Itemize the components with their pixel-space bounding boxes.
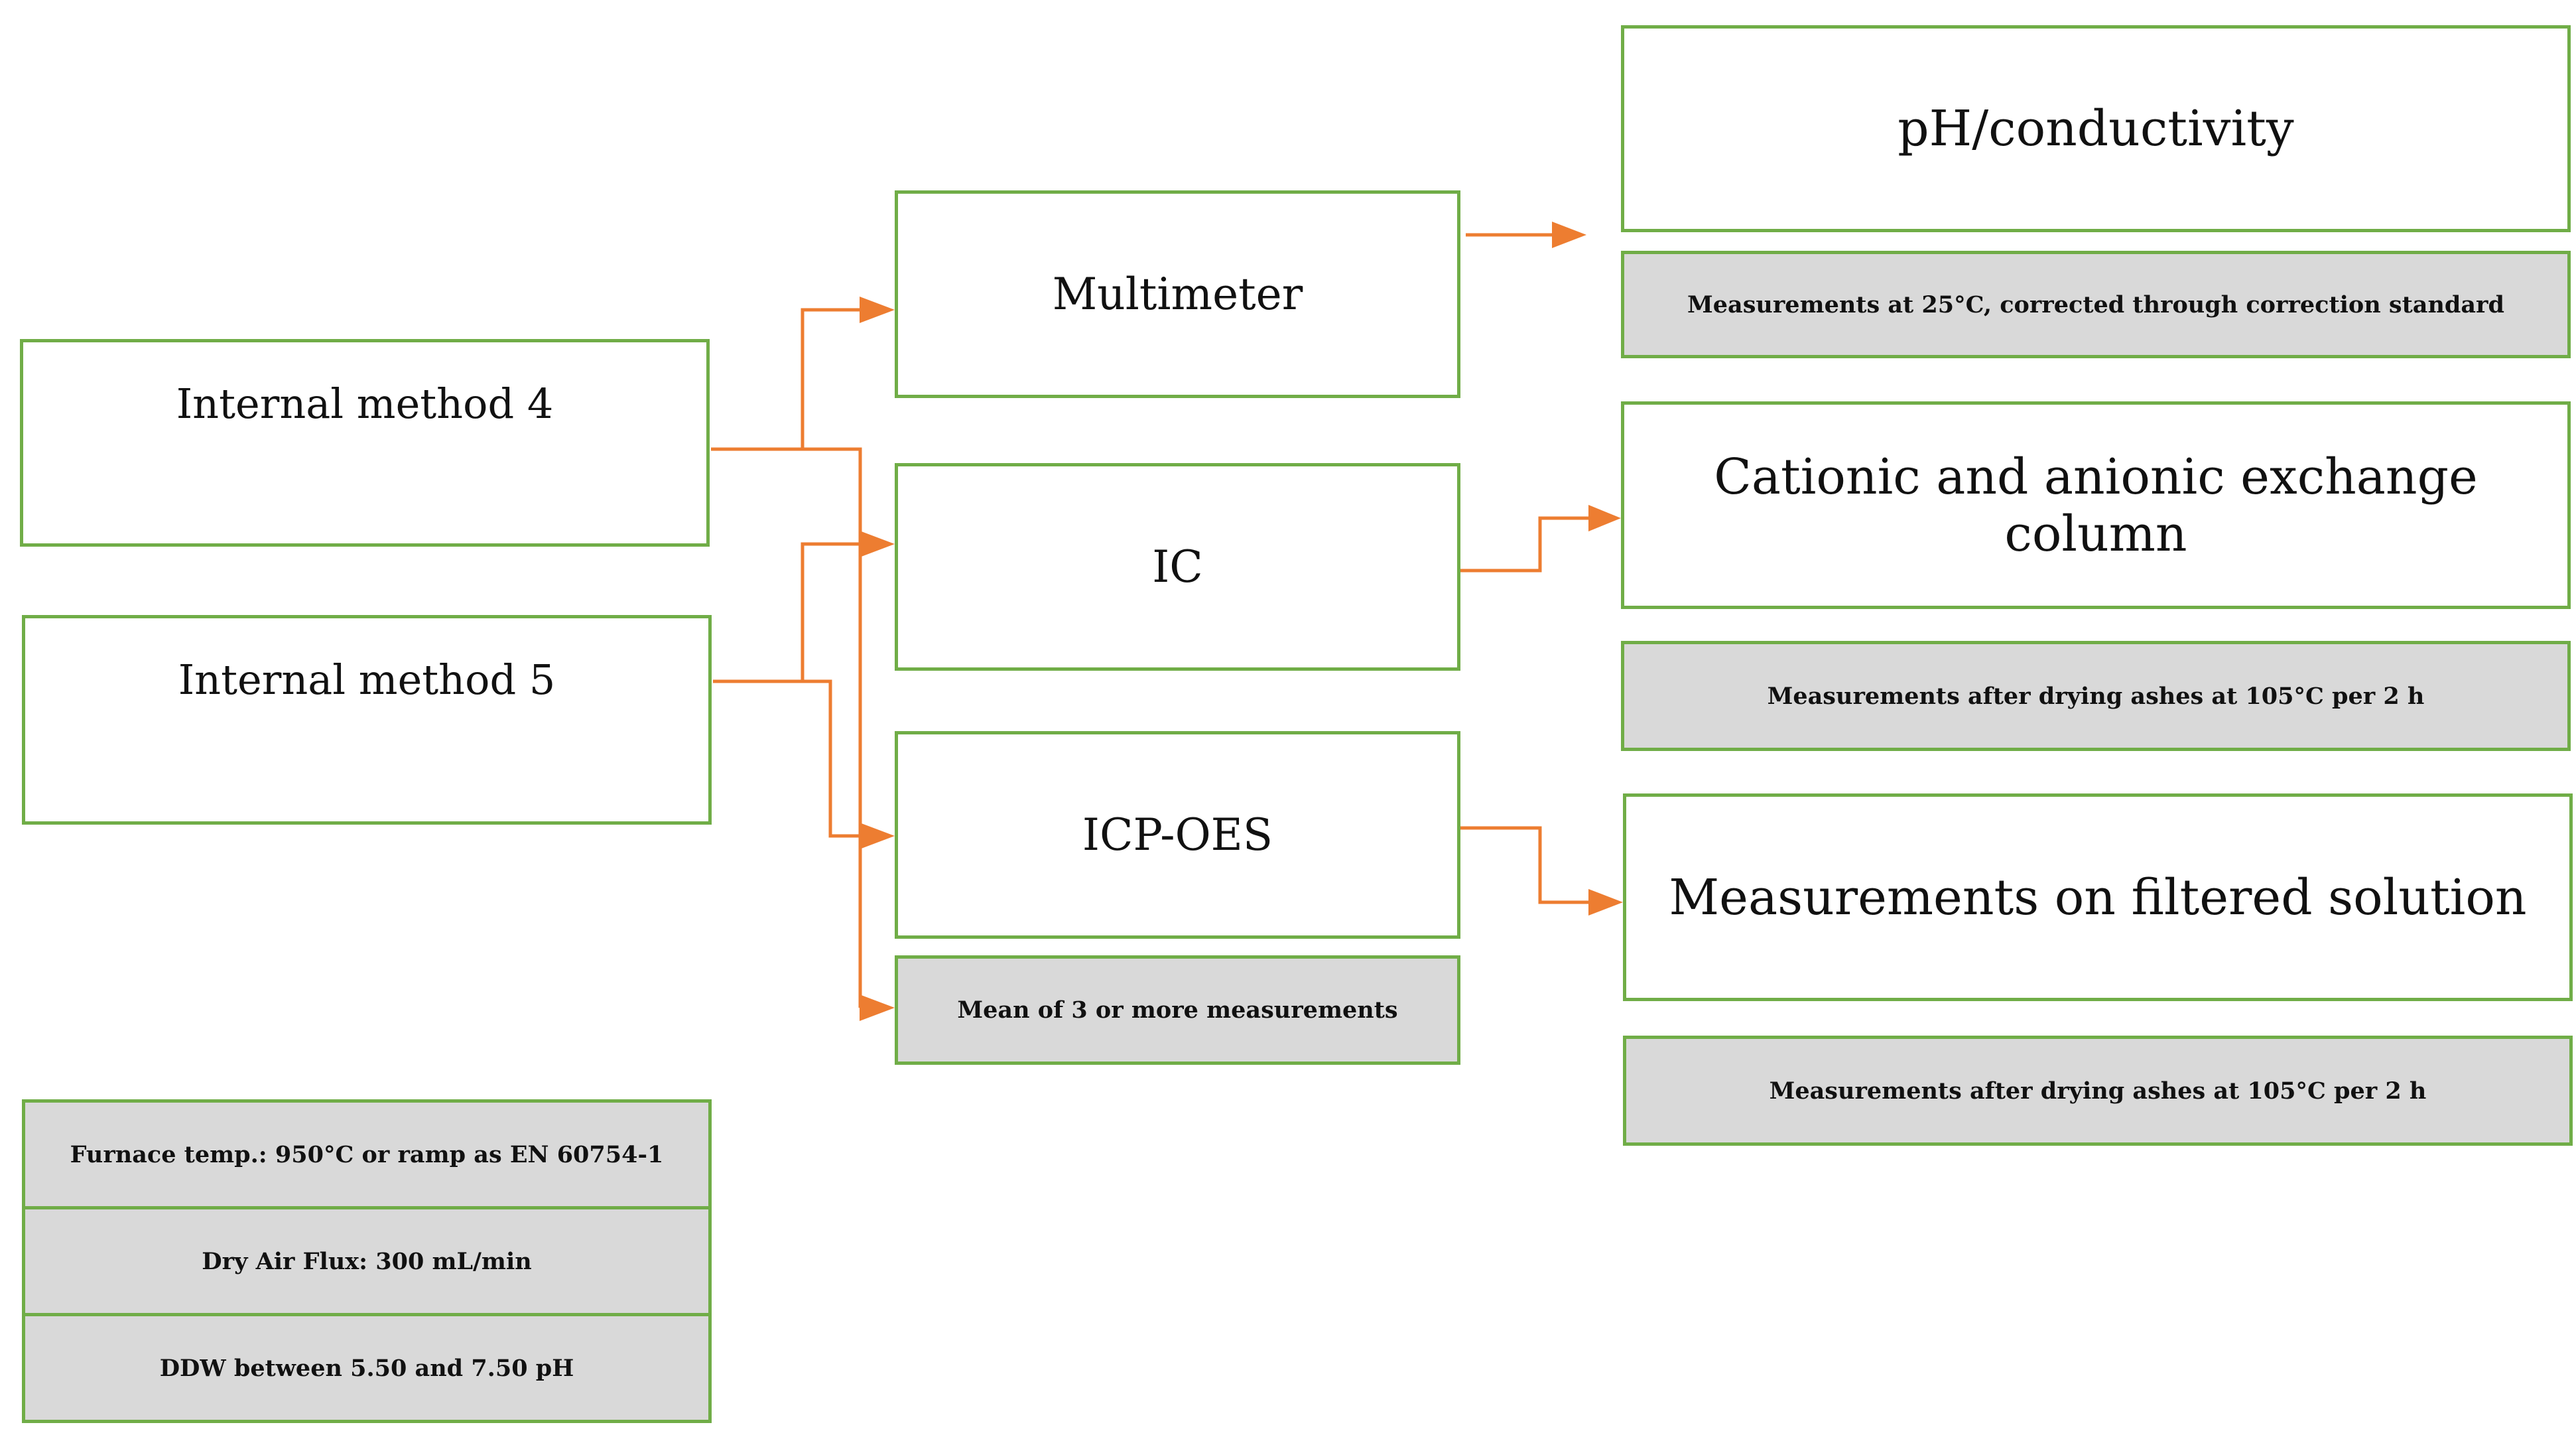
arrow-im4-to-multimeter: [711, 308, 860, 451]
internal-method-5-label: Internal method 5: [178, 655, 556, 704]
ddw-ph-note: DDW between 5.50 and 7.50 pH: [22, 1313, 712, 1423]
arrow-ic-to-exchange: [1460, 516, 1588, 573]
furnace-temp-note: Furnace temp.: 950°C or ramp as EN 60754…: [22, 1099, 712, 1209]
exchange-column-note-text: Measurements after drying ashes at 105°C…: [1767, 682, 2425, 710]
ph-conductivity-label: pH/conductivity: [1898, 100, 2294, 157]
filtered-solution-label: Measurements on filtered solution: [1669, 868, 2527, 926]
icp-oes-box: ICP-OES: [895, 731, 1460, 939]
furnace-temp-text: Furnace temp.: 950°C or ramp as EN 60754…: [70, 1140, 664, 1168]
dry-air-flux-note: Dry Air Flux: 300 mL/min: [22, 1206, 712, 1316]
arrow-im5-to-icp: [713, 679, 860, 838]
mean-measurements-note: Mean of 3 or more measurements: [895, 955, 1460, 1065]
arrow-icp-to-filtered: [1460, 826, 1588, 904]
arrowhead-exchange: [1588, 505, 1621, 531]
arrowhead-ph: [1552, 222, 1586, 248]
ph-conductivity-note-text: Measurements at 25°C, corrected through …: [1687, 291, 2504, 318]
arrowhead-filtered: [1588, 889, 1623, 916]
mean-measurements-text: Mean of 3 or more measurements: [957, 996, 1398, 1024]
ic-box: IC: [895, 463, 1460, 671]
exchange-column-label: Cationic and anionic exchange column: [1714, 448, 2478, 563]
exchange-column-box: Cationic and anionic exchange column: [1621, 401, 2571, 609]
arrowhead-mean: [860, 994, 895, 1021]
filtered-solution-note: Measurements after drying ashes at 105°C…: [1623, 1036, 2573, 1146]
arrow-im4-to-mean: [711, 447, 862, 1010]
multimeter-box: Multimeter: [895, 190, 1460, 398]
internal-method-4-box: Internal method 4: [20, 339, 710, 547]
internal-method-5-box: Internal method 5: [22, 615, 712, 825]
icp-oes-label: ICP-OES: [1082, 809, 1273, 860]
ddw-ph-text: DDW between 5.50 and 7.50 pH: [159, 1354, 574, 1382]
ph-conductivity-box: pH/conductivity: [1621, 25, 2571, 232]
filtered-solution-box: Measurements on filtered solution: [1623, 793, 2573, 1001]
internal-method-4-label: Internal method 4: [176, 379, 554, 428]
arrowhead-multimeter: [860, 297, 895, 323]
dry-air-flux-text: Dry Air Flux: 300 mL/min: [202, 1247, 532, 1275]
filtered-solution-note-text: Measurements after drying ashes at 105°C…: [1769, 1077, 2427, 1105]
ic-label: IC: [1152, 541, 1203, 592]
arrowhead-ic: [860, 531, 895, 557]
ph-conductivity-note: Measurements at 25°C, corrected through …: [1621, 251, 2571, 358]
arrowhead-icp: [860, 823, 895, 849]
exchange-column-note: Measurements after drying ashes at 105°C…: [1621, 641, 2571, 751]
arrow-im5-to-ic: [713, 542, 860, 683]
multimeter-label: Multimeter: [1052, 269, 1303, 320]
